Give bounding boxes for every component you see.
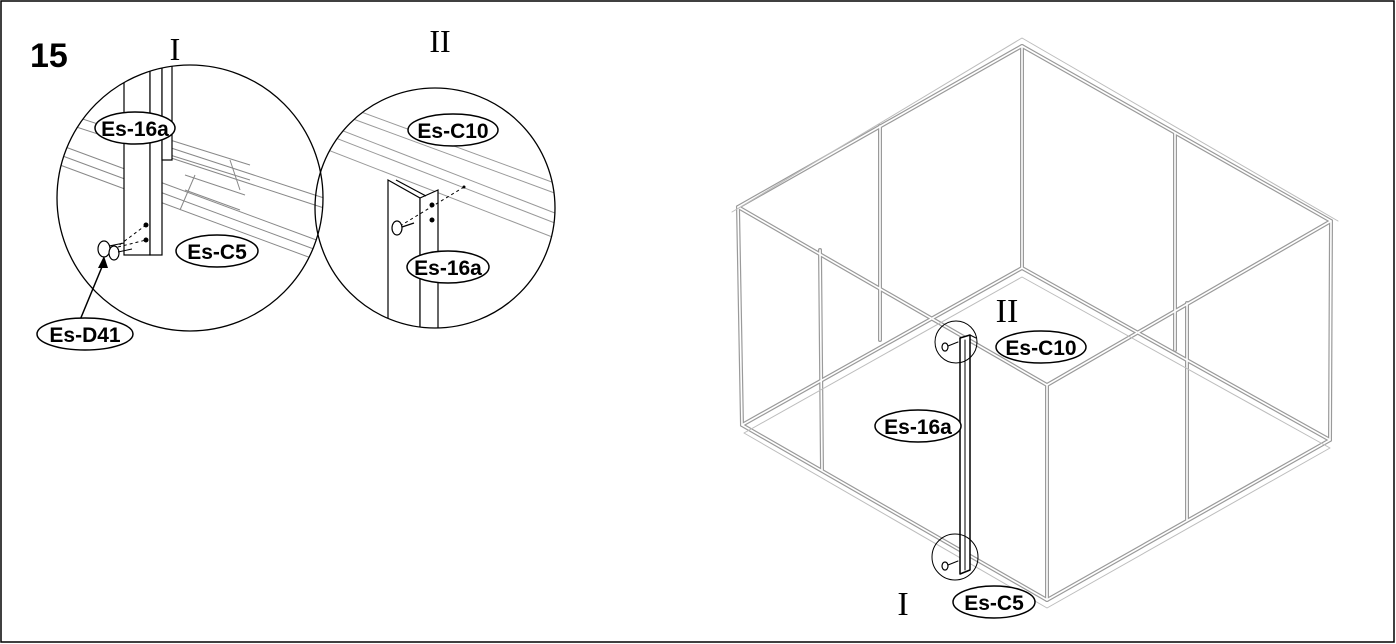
detail-2-roman-label: II <box>429 23 450 59</box>
label-es-16a-detail-1: Es-16a <box>94 111 176 145</box>
svg-text:Es-C10: Es-C10 <box>417 120 488 143</box>
main-roman-ii: II <box>996 293 1019 330</box>
detail-1-roman-label: I <box>170 31 181 67</box>
callout-circle-i <box>931 533 979 581</box>
label-es-c5-main: Es-C5 <box>952 585 1036 619</box>
svg-text:Es-16a: Es-16a <box>101 118 169 141</box>
label-es-16a-main: Es-16a <box>874 409 962 443</box>
label-es-c10-main: Es-C10 <box>995 330 1087 364</box>
svg-text:Es-C5: Es-C5 <box>964 592 1024 615</box>
main-roman-i: I <box>897 586 908 623</box>
svg-text:Es-16a: Es-16a <box>884 416 952 439</box>
label-es-16a-detail-2: Es-16a <box>406 250 490 284</box>
label-es-c5-detail-1: Es-C5 <box>175 234 259 268</box>
detail-1-drawing <box>57 65 323 266</box>
highlighted-upright <box>959 334 977 575</box>
callout-circle-ii <box>934 320 978 364</box>
label-es-d41: Es-D41 <box>36 317 134 351</box>
detail-2: II Es-C10 <box>314 23 556 329</box>
main-frame-view <box>731 37 1339 609</box>
svg-text:Es-C10: Es-C10 <box>1005 337 1076 360</box>
step-number: 15 <box>30 37 68 75</box>
svg-text:Es-C5: Es-C5 <box>187 241 247 264</box>
detail-1: I <box>36 31 324 351</box>
svg-text:Es-16a: Es-16a <box>414 257 482 280</box>
label-es-c10-detail-2: Es-C10 <box>407 113 499 147</box>
svg-text:Es-D41: Es-D41 <box>49 324 121 347</box>
